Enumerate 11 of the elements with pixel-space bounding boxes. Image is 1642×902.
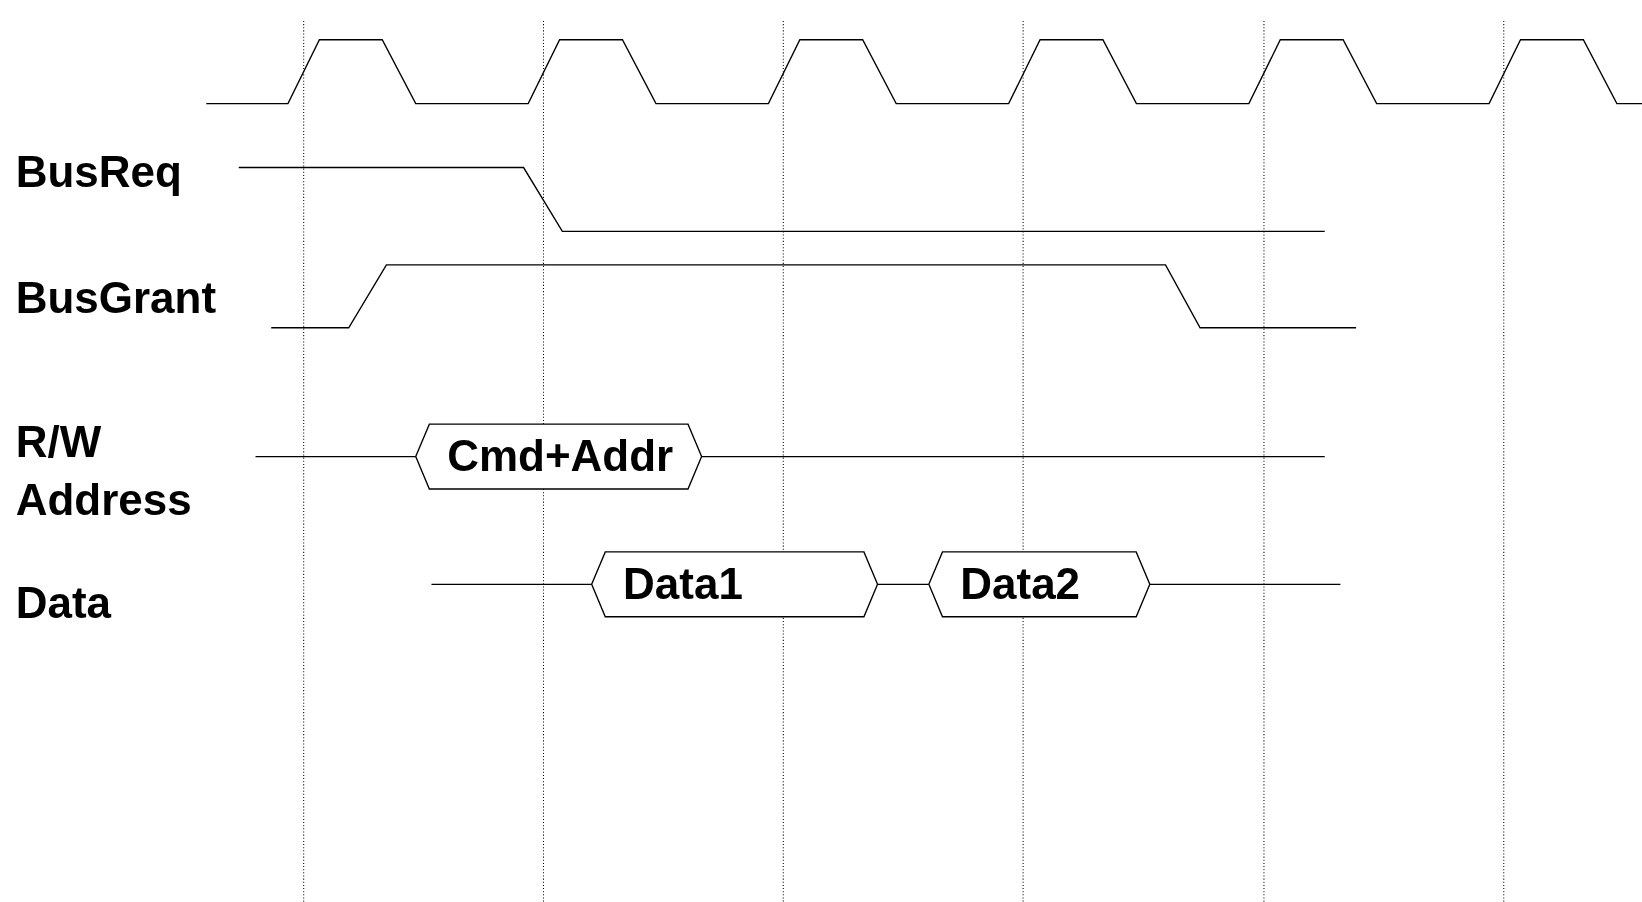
bus-value-hexagon — [928, 551, 1150, 617]
signal-name: Data — [15, 577, 113, 630]
bus-value-hexagon — [591, 551, 878, 617]
signal-name: BusGrant — [15, 272, 218, 325]
bus-value-label: Cmd+Addr — [447, 430, 674, 483]
signal-name: R/W Address — [15, 415, 193, 527]
bus-waveform-segment — [876, 583, 930, 585]
bus-value-label: Data1 — [623, 558, 743, 611]
signal-name: BusReq — [15, 146, 183, 199]
bus-value-hexagon — [415, 424, 702, 490]
bus-value-label: Data2 — [960, 558, 1081, 611]
